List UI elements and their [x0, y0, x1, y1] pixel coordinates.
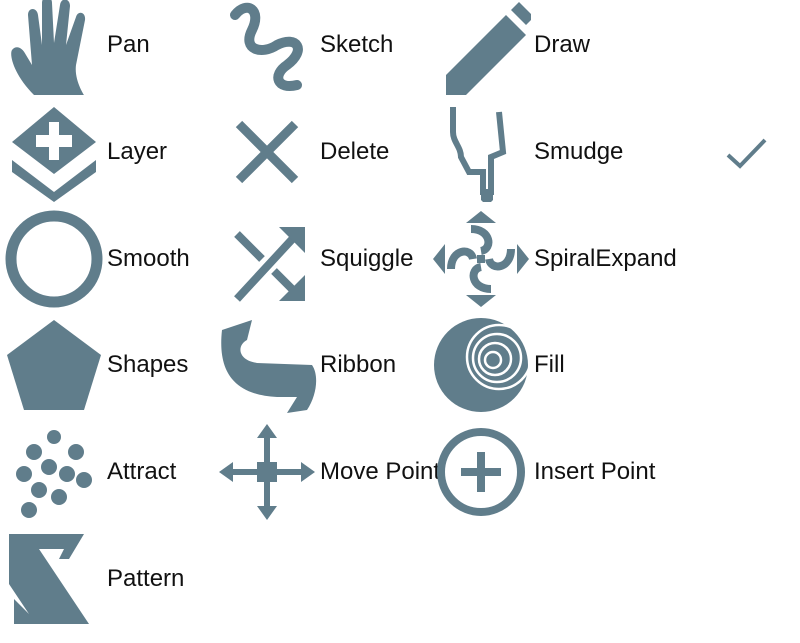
label: Delete	[320, 137, 390, 165]
pencil-icon	[427, 0, 534, 98]
label: Shapes	[107, 350, 189, 378]
squiggle-line-icon	[213, 0, 320, 98]
item-attract[interactable]: Attract	[0, 418, 213, 525]
item-ribbon[interactable]: Ribbon	[213, 311, 426, 418]
item-move-point[interactable]: Move Point	[213, 418, 440, 525]
item-smudge[interactable]: Smudge	[427, 98, 640, 205]
pattern-icon	[0, 525, 107, 632]
move-icon	[213, 418, 320, 525]
label: Move Point	[320, 457, 441, 485]
item-fill[interactable]: Fill	[427, 311, 640, 418]
label: Draw	[534, 30, 591, 58]
item-smooth[interactable]: Smooth	[0, 205, 213, 312]
item-pan[interactable]: Pan	[0, 0, 213, 98]
spiral-expand-icon	[427, 205, 534, 312]
shuffle-icon	[213, 205, 320, 312]
hand-icon	[0, 0, 107, 98]
label: Insert Point	[534, 457, 656, 485]
layer-icon	[0, 98, 107, 205]
label: Smudge	[534, 137, 624, 165]
x-icon	[213, 98, 320, 205]
dots-icon	[0, 418, 107, 525]
label: Pattern	[107, 564, 185, 592]
label: Sketch	[320, 30, 394, 58]
item-insert-point[interactable]: Insert Point	[427, 418, 655, 525]
checkmark-icon	[726, 138, 767, 169]
item-layer[interactable]: Layer	[0, 98, 213, 205]
fill-icon	[427, 311, 534, 418]
item-shapes[interactable]: Shapes	[0, 311, 213, 418]
label: Layer	[107, 137, 168, 165]
pointing-hand-icon	[427, 98, 534, 205]
ribbon-icon	[213, 311, 320, 418]
plus-circle-icon	[427, 418, 534, 525]
label: SpiralExpand	[534, 244, 677, 272]
label: Ribbon	[320, 350, 397, 378]
label: Smooth	[107, 244, 190, 272]
label: Squiggle	[320, 244, 414, 272]
item-sketch[interactable]: Sketch	[213, 0, 426, 98]
item-pattern[interactable]: Pattern	[0, 525, 213, 632]
label: Pan	[107, 30, 150, 58]
circle-icon	[0, 205, 107, 312]
item-delete[interactable]: Delete	[213, 98, 426, 205]
label: Attract	[107, 457, 177, 485]
pentagon-icon	[0, 311, 107, 418]
item-squiggle[interactable]: Squiggle	[213, 205, 426, 312]
label: Fill	[534, 350, 565, 378]
item-draw[interactable]: Draw	[427, 0, 640, 98]
item-spiralexpand[interactable]: SpiralExpand	[427, 205, 677, 312]
